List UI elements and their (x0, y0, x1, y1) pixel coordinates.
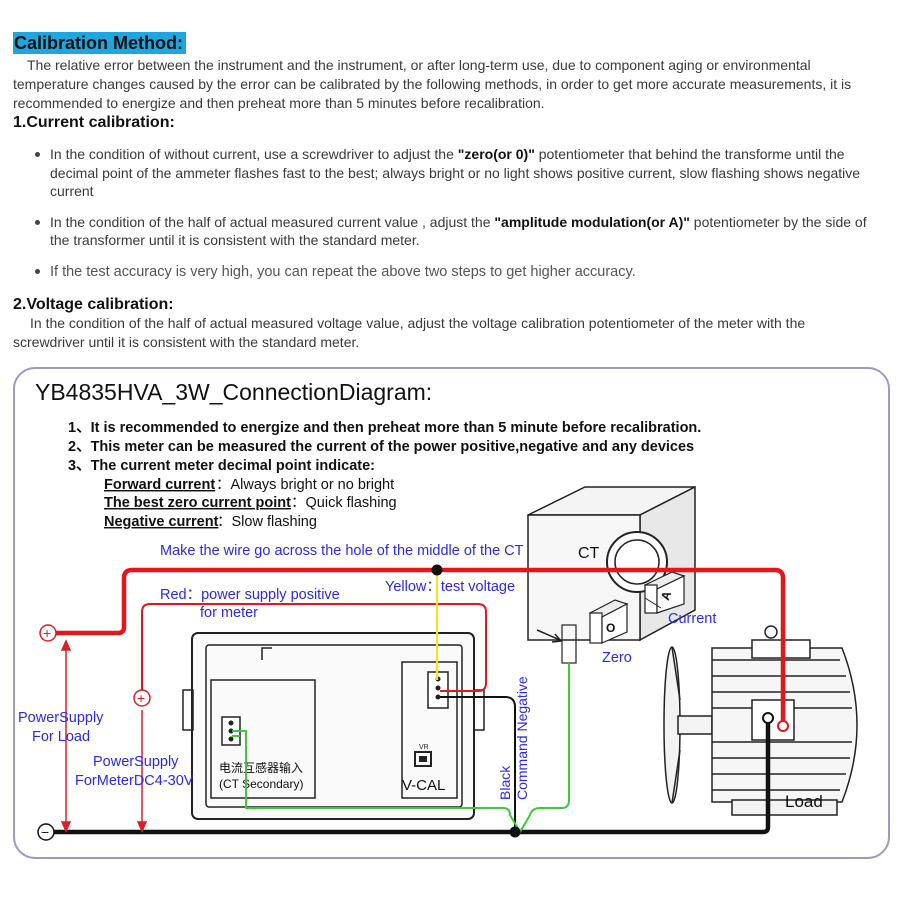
black-negative-wire (54, 718, 771, 835)
ct-label: CT (578, 545, 600, 562)
ct-input-en: (CT Secondary) (219, 777, 303, 791)
current-label: Current (668, 611, 716, 627)
zero-label: Zero (602, 650, 632, 666)
bullet-text: If the test accuracy is very high, you c… (50, 263, 636, 280)
junction-dot (431, 564, 443, 576)
command-negative-label: Command Negative (514, 676, 530, 800)
intro-paragraph: The relative error between the instrumen… (13, 57, 852, 111)
vcal-label: V-CAL (402, 777, 445, 794)
black-label: Black (497, 765, 513, 800)
o-mark: O (606, 621, 615, 635)
ps-meter-1: PowerSupply (93, 754, 179, 770)
svg-text:+: + (43, 625, 51, 641)
svg-text:−: − (41, 824, 49, 840)
note-1: 1、It is recommended to energize and then… (68, 420, 701, 436)
ps-load-1: PowerSupply (18, 710, 104, 726)
yellow-label: Yellow：test voltage (385, 579, 515, 595)
voltage-calibration-title: 2.Voltage calibration: (13, 296, 174, 313)
ps-load-2: For Load (32, 729, 90, 745)
svg-text:+: + (137, 690, 145, 706)
bullet-text: potentiometer that behind the transforme… (50, 146, 861, 199)
current-calibration-title: 1.Current calibration: (13, 114, 175, 131)
red-label-1: Red：power supply positive (160, 587, 340, 603)
bullet-amplitude: In the condition of the half of actual m… (13, 213, 883, 250)
bullet-bold: "zero(or 0)" (457, 146, 535, 162)
negative-value: ：Slow flashing (217, 514, 317, 530)
note-2: 2、This meter can be measured the current… (68, 439, 694, 455)
bullet-bold: "amplitude modulation(or A)" (494, 213, 690, 230)
red-load-wire (54, 567, 786, 726)
zero-point-label: The best zero current point (104, 495, 291, 511)
junction-dot (509, 826, 521, 838)
note-3: 3、The current meter decimal point indica… (68, 458, 375, 474)
bullet-text: In the condition of without current, use… (50, 146, 458, 162)
meter-plus-terminal: + (133, 689, 151, 707)
bullet-text: In the condition of the half of actual m… (50, 213, 495, 230)
meter-body (182, 632, 485, 820)
black-meter-wire (440, 696, 516, 832)
voltage-paragraph: In the condition of the half of actual m… (13, 315, 806, 350)
ct-transformer (527, 485, 696, 664)
page-heading: Calibration Method: (13, 32, 186, 54)
load-plus-terminal: + (39, 624, 57, 642)
motor-load (663, 625, 858, 816)
load-label: Load (785, 792, 823, 811)
negative-label: Negative current (104, 514, 219, 530)
forward-label: Forward current (104, 477, 215, 493)
forward-value: ：Always bright or no bright (216, 477, 394, 493)
bullet-text: potentiometer by the side of the transfo… (50, 213, 867, 249)
red-label-2: for meter (200, 605, 258, 621)
diagram-title: YB4835HVA_3W_ConnectionDiagram: (35, 379, 432, 405)
bullet-zero: In the condition of without current, use… (13, 145, 883, 201)
red-meter-wire (141, 603, 487, 694)
wire-note: Make the wire go across the hole of the … (160, 543, 524, 559)
ct-input-cn: 电流互感器输入 (219, 760, 303, 775)
green-ct-wire (232, 663, 570, 833)
minus-terminal: − (37, 823, 55, 841)
zero-point-value: ：Quick flashing (291, 495, 397, 511)
current-bullets: In the condition of without current, use… (13, 145, 883, 281)
vr-label: VR (419, 744, 429, 751)
ps-meter-2: ForMeterDC4-30V (75, 773, 194, 789)
bullet-repeat: If the test accuracy is very high, you c… (13, 262, 883, 282)
